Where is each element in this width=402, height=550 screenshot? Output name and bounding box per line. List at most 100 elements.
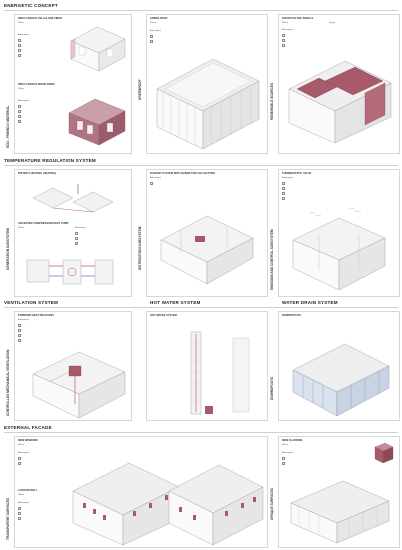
checkbox-icon — [18, 507, 21, 510]
checkbox-icon — [18, 49, 21, 52]
checkbox-icon — [18, 105, 21, 108]
checkbox-row — [282, 197, 286, 200]
checkbox-row — [282, 457, 286, 460]
panel-emission: THERMOSTATIC VALVE Advantages — [278, 169, 400, 297]
field-label-usage: Usage — [329, 22, 336, 24]
checkbox-row — [282, 462, 286, 465]
checkbox-icon — [150, 40, 153, 43]
checkbox-icon — [150, 35, 153, 38]
field-label-advantages: Advantages — [75, 227, 86, 229]
checkbox-icon — [282, 187, 285, 190]
facade-windows-diagram — [72, 462, 264, 546]
panel-eco-material: INSULATION IN CELLULOSE FIBER Where Adva… — [14, 14, 132, 154]
side-label-renewable: RENEWABLE SOURCES — [270, 82, 274, 120]
field-label-advantages: Advantages — [282, 452, 293, 454]
checkbox-icon — [282, 197, 285, 200]
field-label-where: Where — [18, 494, 25, 496]
divider — [4, 307, 398, 308]
panel-generation: DISTRICT HEATING (HEATING) AIR-WATER COM… — [14, 169, 132, 297]
field-label-where: Where — [282, 22, 289, 24]
checkbox-row — [150, 35, 154, 38]
checkbox-icon — [150, 182, 153, 185]
checkbox-icon — [18, 512, 21, 515]
panel-renewable: PHOTOVOLTAIC PANELS Where Usage Advantag… — [278, 14, 400, 154]
ventilation-unit-diagram — [32, 351, 126, 419]
panel-title: INSULATION IN WOOD FIBER — [18, 83, 55, 86]
checkbox-icon — [282, 34, 285, 37]
checkbox-icon — [18, 39, 21, 42]
panel-ventilation: FORWARD HEAT RECOVERY Advantages — [14, 311, 132, 421]
district-heating-diagram — [32, 184, 114, 213]
panel-title: DOWNSPOUTS — [282, 314, 301, 317]
side-label-distribution: DISTRIBUTION SUBSYSTEM — [138, 226, 142, 270]
panel-title: DISTRICT HEATING (HEATING) — [18, 172, 57, 175]
panel-title: INSULATION IN CELLULOSE FIBER — [18, 17, 62, 20]
checkbox-icon — [282, 462, 285, 465]
checkbox-row — [75, 232, 79, 235]
field-label-advantages: Advantages — [18, 319, 29, 321]
side-label-emission: EMISSION AND CONTROL SUBSYSTEM — [270, 229, 274, 290]
checkbox-row — [18, 44, 22, 47]
checkbox-row — [18, 105, 22, 108]
checkbox-row — [18, 39, 22, 42]
checkbox-icon — [282, 39, 285, 42]
side-label-greenroof: GREENROOF — [138, 79, 142, 100]
section-title-hot-water: HOT WATER SYSTEM — [150, 300, 201, 305]
field-label-advantages: Advantages — [282, 29, 293, 31]
checkbox-row — [282, 187, 286, 190]
checkbox-row — [18, 324, 22, 327]
checkbox-row — [75, 242, 79, 245]
checkbox-icon — [18, 54, 21, 57]
checkbox-row — [282, 39, 286, 42]
side-label-transparent: TRANSPARENT SURFACES — [6, 497, 10, 540]
cellulose-wall-diagram — [70, 26, 126, 72]
panel-title: RADIANT SYSTEM WITH BANDS FOR COLLECTORS — [150, 172, 216, 175]
panel-title: AIR-WATER COMPRESSION HEAT PUMP — [18, 222, 69, 225]
field-label-advantages: Advantages — [18, 452, 29, 454]
checkbox-icon — [282, 192, 285, 195]
field-label-where: Where — [282, 444, 289, 446]
checkbox-row — [18, 49, 22, 52]
side-label-downspouts: DOWNSPOUTS — [270, 376, 274, 400]
checkbox-row — [18, 457, 22, 460]
field-label-where: Where — [18, 22, 25, 24]
section-title-temperature: TEMPERATURE REGULATION SYSTEM — [4, 158, 96, 163]
checkbox-icon — [18, 462, 21, 465]
thermostatic-apartment-diagram — [292, 207, 386, 291]
field-label-where: Where — [18, 88, 25, 90]
panel-title: THERMOSTATIC VALVE — [282, 172, 312, 175]
checkbox-row — [150, 40, 154, 43]
cladding-sample-icon — [374, 442, 394, 464]
checkbox-row — [150, 182, 154, 185]
panel-transparent: NEW WINDOWS Where Advantages CURTAIN WAL… — [14, 436, 268, 548]
section-title-energetic: ENERGETIC CONCEPT — [4, 3, 58, 8]
field-label-advantages: Advantages — [18, 100, 29, 102]
field-label-advantages: Advantages — [18, 502, 29, 504]
checkbox-row — [18, 54, 22, 57]
checkbox-icon — [18, 120, 21, 123]
wood-fiber-wall-diagram — [68, 98, 126, 146]
panel-hot-water: HOT WATER SYSTEM — [146, 311, 268, 421]
checkbox-row — [282, 182, 286, 185]
side-label-ventilation: CONTROLLED MECHANICAL VENTILATION — [6, 349, 10, 416]
checkbox-row — [18, 329, 22, 332]
section-title-water-drain: WATER DRAIN SYSTEM — [282, 300, 338, 305]
divider — [4, 165, 398, 166]
panel-opaque: NEW CLADDING Where Advantages — [278, 436, 400, 548]
checkbox-row — [18, 120, 22, 123]
heat-pump-schematic — [26, 259, 114, 285]
side-label-generation: GENERATION SUBSYSTEM — [6, 228, 10, 270]
checkbox-icon — [75, 232, 78, 235]
checkbox-row — [18, 512, 22, 515]
divider — [4, 10, 398, 11]
panel-green-roof: GREEN ROOF Where Advantages — [146, 14, 268, 154]
checkbox-row — [18, 115, 22, 118]
panel-title: NEW CLADDING — [282, 439, 303, 442]
field-label-advantages: Advantages — [150, 30, 161, 32]
checkbox-row — [18, 517, 22, 520]
checkbox-icon — [75, 242, 78, 245]
field-label-where: Where — [150, 22, 157, 24]
checkbox-icon — [18, 339, 21, 342]
checkbox-icon — [282, 457, 285, 460]
divider — [4, 432, 398, 433]
